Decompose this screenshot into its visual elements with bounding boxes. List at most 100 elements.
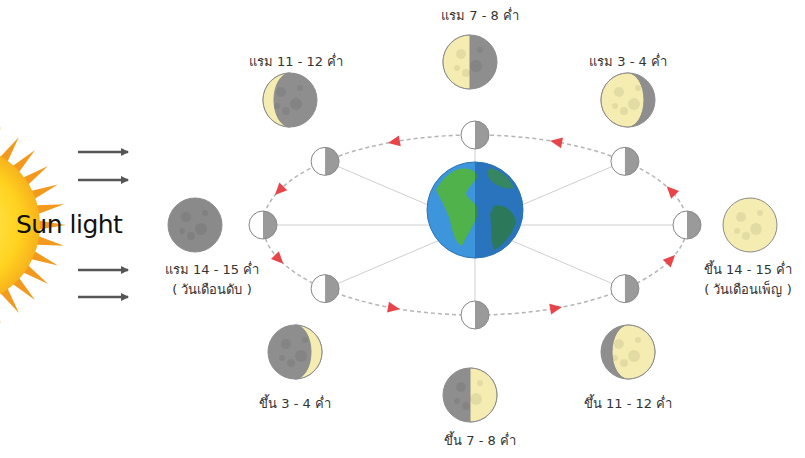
earth: [427, 162, 523, 258]
moon-crater: [287, 359, 295, 367]
orbit-moon: [673, 211, 701, 239]
moon-crater: [179, 47, 763, 410]
moon-crater: [470, 60, 482, 72]
moon-phase: [612, 325, 655, 379]
moon-phase: [443, 368, 497, 422]
orbit-moon: [611, 275, 625, 303]
moon-crater: [734, 228, 740, 234]
sun-rays: [0, 127, 1, 159]
phase-label: แรม 11 - 12 ค่ำ: [249, 54, 343, 70]
sun-label: Sun light: [16, 211, 122, 239]
moon-phase: [263, 73, 317, 127]
sun-rays: [0, 291, 1, 323]
earth: [475, 162, 523, 258]
sunlight-arrow: [78, 296, 128, 299]
phase-label: แรม 14 - 15 ค่ำ: [165, 262, 259, 278]
moon-crater: [470, 393, 482, 405]
moon-phase: [723, 198, 777, 252]
moon-crater: [462, 69, 470, 77]
moon-crater: [282, 107, 290, 115]
moon-crater: [614, 339, 624, 349]
moon-phase: [443, 35, 497, 89]
moon-crater: [195, 223, 207, 235]
moon-crater: [281, 339, 291, 349]
moon-crater: [276, 87, 286, 97]
sunlight-arrow: [78, 269, 128, 272]
moon-crater: [187, 232, 195, 240]
moon-crater: [454, 398, 460, 404]
orbit-moon: [461, 121, 489, 149]
moon-phase: [601, 73, 655, 127]
moon-phase: [263, 73, 290, 127]
earth: [427, 162, 523, 258]
moon-crater: [202, 210, 208, 216]
phase-label: แรม 3 - 4 ค่ำ: [589, 54, 667, 70]
moon-crater: [454, 65, 460, 71]
orbit-arrow: [387, 302, 401, 315]
phase-label: ขึ้น 11 - 12 ค่ำ: [584, 396, 672, 412]
moon-crater: [477, 47, 483, 53]
orbit-arrow: [663, 251, 679, 267]
moon-crater: [456, 382, 466, 392]
orbit-arrow: [387, 135, 401, 148]
orbit-moon: [249, 211, 277, 239]
orbit-arrow: [549, 302, 563, 315]
moon-crater: [302, 337, 308, 343]
moon-crater: [628, 98, 640, 110]
orbit-moon: [311, 275, 339, 303]
earth: [427, 162, 523, 258]
orbit-arrow: [271, 135, 679, 314]
moon-phase: [601, 73, 644, 127]
moon-phase: [168, 198, 222, 252]
moon-crater: [295, 350, 307, 362]
moon-phase: [268, 325, 322, 379]
orbit-moon: [311, 147, 339, 175]
moon-crater: [635, 337, 641, 343]
orbit-arrow: [549, 135, 563, 148]
phase-label: ขึ้น 3 - 4 ค่ำ: [259, 396, 331, 412]
moon-phase: [601, 325, 655, 379]
phase-note: ( วันเดือนดับ ): [172, 282, 251, 298]
phase-label: ขึ้น 14 - 15 ค่ำ: [704, 262, 792, 278]
orbit-moon: [461, 301, 475, 329]
orbit-moon: [249, 211, 277, 239]
moon-orbit: [263, 135, 687, 315]
phase-note: ( วันเดือนเพ็ญ ): [704, 282, 791, 298]
moon-phase: [443, 35, 470, 89]
orbit-moon: [311, 147, 325, 175]
moon-crater: [736, 212, 746, 222]
orbit-arrow: [271, 182, 287, 198]
moon-crater: [274, 103, 280, 109]
moon-crater: [290, 98, 302, 110]
orbit-moon: [673, 211, 701, 239]
orbit-moon: [249, 211, 263, 239]
moon-crater: [742, 232, 750, 240]
moon-crater: [750, 223, 762, 235]
moon-crater: [297, 85, 303, 91]
orbit-moon: [461, 121, 475, 149]
moon-phase: [168, 35, 777, 422]
sunlight-arrow: [78, 179, 128, 182]
orbit-arrow: [271, 251, 287, 267]
orbit-moon: [611, 147, 639, 175]
moon-crater: [181, 212, 191, 222]
moon-crater: [279, 355, 285, 361]
moon-phase: [470, 368, 497, 422]
moon-phase: [295, 325, 322, 379]
orbit-moon: [673, 211, 687, 239]
orbit-moon: [611, 275, 639, 303]
orbit-moon: [461, 301, 489, 329]
moon-crater: [612, 355, 618, 361]
orbit-moon: [611, 147, 625, 175]
orbit-moon: [311, 275, 339, 303]
radial-line: [263, 135, 687, 315]
moon-crater: [620, 359, 628, 367]
orbit-moon: [611, 147, 639, 175]
orbit-moon: [611, 275, 639, 303]
earth: [436, 169, 478, 246]
moon-crater: [612, 103, 618, 109]
phase-label: ขึ้น 7 - 8 ค่ำ: [444, 433, 516, 449]
moon-crater: [757, 210, 763, 216]
orbit-moon: [311, 147, 339, 175]
sunlight-arrow: [78, 151, 128, 154]
